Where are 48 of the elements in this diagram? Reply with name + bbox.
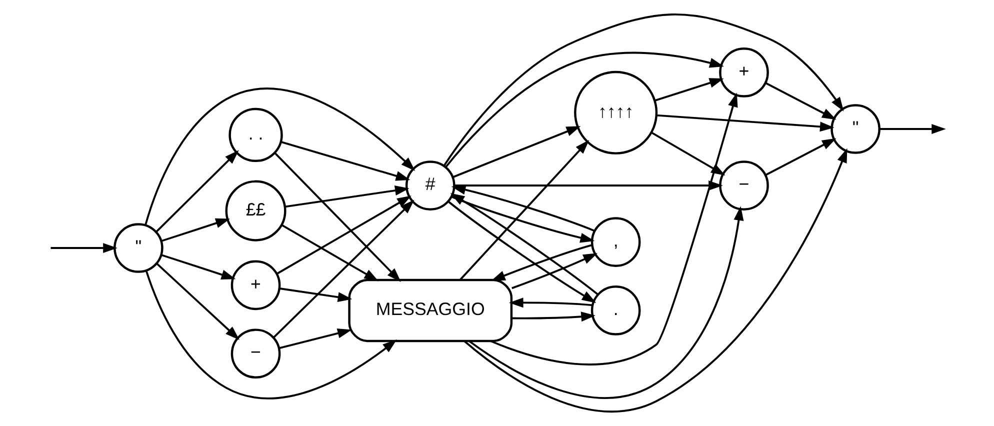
arrow	[156, 262, 240, 340]
arrow	[656, 114, 834, 132]
arrow	[161, 254, 236, 280]
arrow	[654, 78, 724, 102]
arrow	[490, 92, 738, 366]
arrow	[460, 140, 590, 280]
node-circle: "	[114, 223, 164, 273]
node-circle: ,	[590, 217, 641, 267]
node-circle: "	[830, 104, 880, 154]
node-circle: −	[719, 160, 769, 210]
arrow	[144, 88, 416, 225]
node-circle: ££	[225, 180, 286, 242]
arrow	[278, 328, 352, 350]
arrow	[512, 253, 598, 290]
arrow	[443, 14, 844, 166]
arrow	[50, 243, 118, 253]
arrow	[512, 312, 596, 322]
node-circle: +	[230, 260, 281, 310]
node-circle: . .	[228, 108, 283, 162]
arrow	[880, 124, 946, 134]
arrow	[280, 288, 352, 302]
arrow	[508, 298, 593, 308]
arrow	[450, 193, 598, 296]
node-circle: #	[405, 160, 456, 210]
arrow	[276, 196, 412, 275]
arrow	[156, 150, 239, 232]
arrow	[285, 186, 410, 208]
arrow	[161, 218, 230, 242]
arrow	[490, 244, 592, 281]
arrow	[765, 138, 836, 176]
arrow	[444, 52, 724, 168]
arrow	[451, 184, 595, 232]
arrow	[448, 201, 596, 303]
arrow	[651, 132, 726, 176]
arrow	[273, 200, 414, 338]
arrow	[280, 141, 410, 181]
arrow	[145, 270, 397, 400]
arrow	[452, 126, 581, 178]
arrow	[468, 206, 744, 399]
arrow	[274, 152, 401, 282]
arrow	[281, 224, 379, 282]
node-circle: .	[590, 286, 641, 336]
node-box: MESSAGGIO	[348, 278, 513, 342]
arrow	[464, 148, 848, 412]
node-circle: −	[230, 328, 281, 379]
arrow	[765, 82, 836, 120]
node-circle: +	[719, 48, 769, 98]
arrow	[452, 196, 595, 243]
